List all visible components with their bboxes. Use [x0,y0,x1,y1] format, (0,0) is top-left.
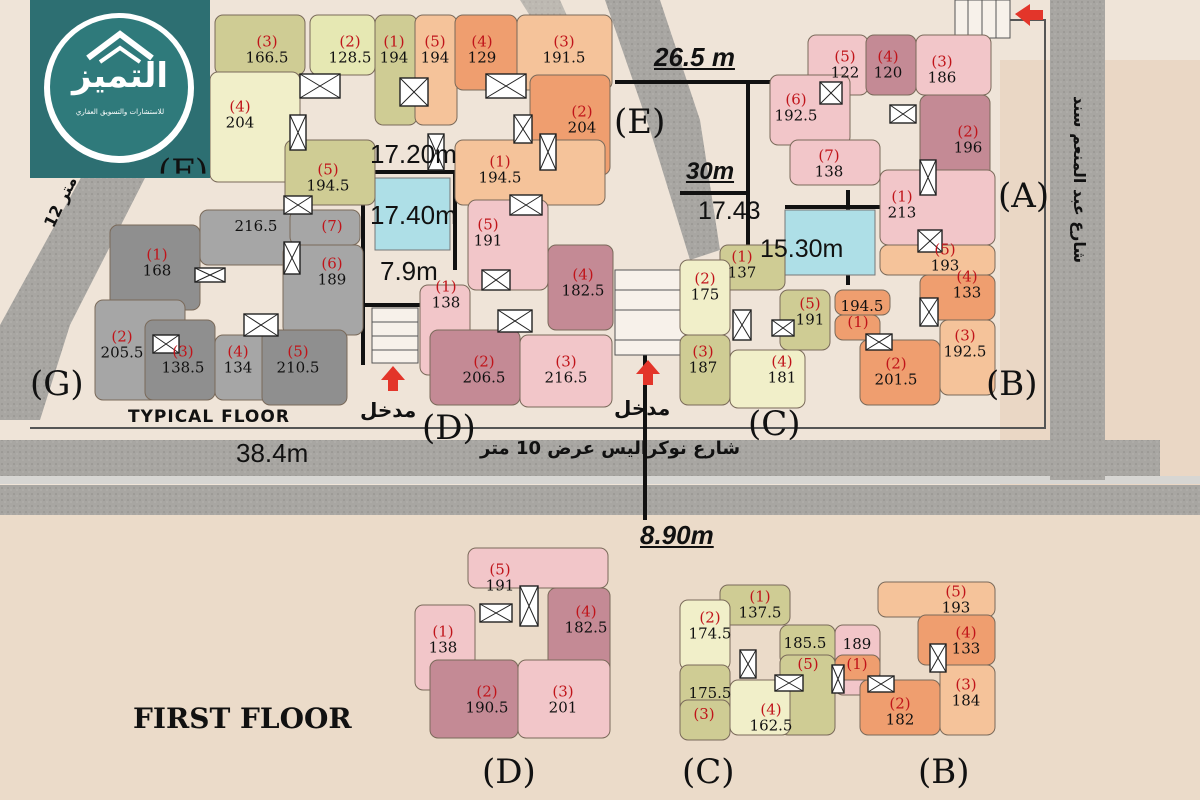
service-core-5 [819,81,843,105]
unit-typical-g-2 [289,209,361,246]
dim-30: 30m [686,158,735,185]
service-core-20 [519,585,539,627]
block-label-b: (B) [986,364,1038,404]
unit-typical-f-1 [214,14,306,76]
service-core-2 [399,77,429,107]
pool-left [374,177,451,251]
service-core-6 [889,104,917,124]
unit-first-c-7 [729,679,791,736]
logo-tagline: للاستشارات والتسويق العقاري [75,108,165,116]
service-core-19 [479,603,513,623]
unit-first-b-6 [859,679,941,736]
service-core-23 [867,675,895,693]
block-label-f: (F) [158,152,209,192]
first-floor-block-b: (B) [918,752,970,792]
service-core-8 [509,194,543,216]
service-core-28 [289,114,307,151]
first-floor-block-d: (D) [482,752,536,792]
service-core-30 [539,133,557,171]
service-core-13 [865,333,893,351]
block-label-e: (E) [614,102,666,142]
service-core-18 [917,229,943,253]
unit-typical-d-4 [429,329,521,406]
service-core-21 [739,649,757,679]
entrance-arrow-d [381,366,405,391]
service-core-15 [194,267,226,283]
service-core-3 [485,73,527,99]
service-core-17 [152,334,180,354]
service-core-26 [283,241,301,275]
service-core-1 [299,73,341,99]
dim-17-20: 17.20m [370,139,457,169]
dim-17-40: 17.40m [370,200,457,230]
block-label-c: (C) [748,404,801,444]
logo-brand-text: التميز [71,56,169,96]
dim-26-5: 26.5 m [654,42,735,72]
unit-typical-e-1 [414,14,458,126]
unit-typical-g-3 [109,224,201,311]
service-core-12 [771,319,795,337]
service-core-22 [774,674,804,692]
service-core-11 [732,309,752,341]
unit-first-c-6 [679,699,731,741]
unit-typical-f-3 [374,14,418,126]
logo-disc [50,18,188,156]
service-core-10 [497,309,533,333]
service-core-25 [831,664,845,694]
dim-8-90: 8.90m [640,520,714,550]
entrance-arrow-c [636,360,660,385]
service-core-27 [427,133,445,171]
block-label-d: (D) [422,408,476,448]
typical-floor-title: TYPICAL FLOOR [128,407,290,427]
unit-typical-f-5 [284,139,376,206]
street-bottom [0,440,1160,476]
unit-typical-b-6 [859,339,941,406]
service-core-29 [919,159,937,196]
entrance-label-c: مدخل [614,396,671,420]
service-core-9 [481,269,511,291]
unit-typical-a-3 [915,34,992,96]
block-label-a: (A) [998,176,1050,216]
block-label-g: (G) [30,364,84,404]
unit-typical-c-4 [679,334,731,406]
unit-typical-g-6 [144,319,216,401]
service-core-4 [513,114,533,144]
first-floor-block-c: (C) [682,752,735,792]
unit-first-d-1 [467,547,609,589]
entrance-label-d: مدخل [360,398,417,422]
street-right-label: شارع عبد المنعم سند [1070,96,1089,264]
service-core-14 [919,297,939,327]
unit-first-d-5 [517,659,611,739]
street-bottom-label: شارع نوكراليس عرض 10 متر [480,438,741,459]
unit-typical-a-2 [865,34,917,96]
street-right [1050,0,1105,480]
unit-first-d-4 [429,659,519,739]
service-core-24 [929,643,947,673]
service-core-16 [243,313,279,337]
service-core-7 [283,195,313,215]
dim-17-43: 17.43 [698,197,761,225]
unit-typical-c-2 [679,259,731,336]
unit-first-b-1 [877,581,996,618]
unit-typical-d-2 [547,244,614,331]
unit-typical-d-5 [519,334,613,408]
unit-typical-f-2 [309,14,376,76]
dim-38-4: 38.4m [236,438,309,468]
unit-typical-b-2 [834,289,891,316]
unit-typical-g-8 [261,329,348,406]
first-floor-title: FIRST FLOOR [133,702,352,735]
unit-typical-a-6 [789,139,881,186]
company-logo: التميز للاستشارات والتسويق العقاري [30,0,210,178]
unit-typical-c-5 [729,349,806,409]
unit-first-c-2 [679,599,731,671]
dim-15-30: 15.30m [760,235,844,263]
unit-first-b-5 [939,664,996,736]
house-roof-icon [86,30,154,64]
pool-right [784,209,876,276]
dim-7-9: 7.9m [380,256,438,286]
